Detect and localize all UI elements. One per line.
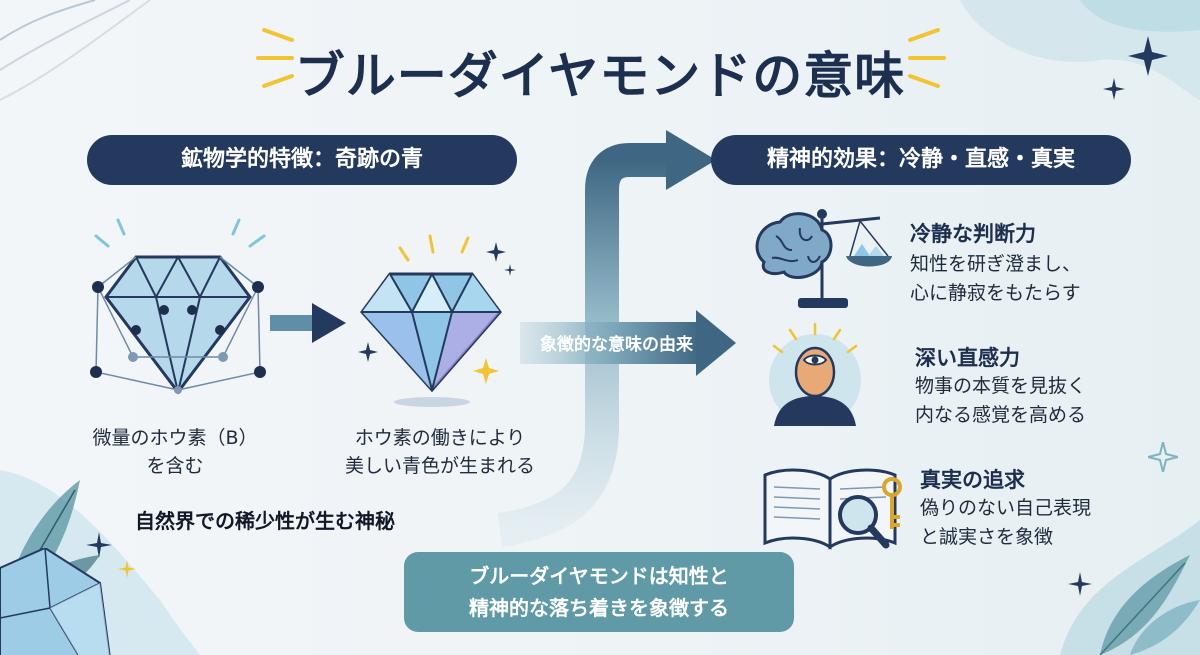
blue-diamond-icon [358, 234, 516, 407]
leaves-decoration [1099, 555, 1200, 655]
sparkle-icon [118, 560, 136, 578]
title-accent-right [908, 28, 946, 88]
truth-heading: 真実の追求 [920, 468, 1025, 492]
arrow-right-icon [270, 303, 346, 343]
boron-caption: 微量のホウ素（B） を含む [70, 424, 280, 480]
connector-label: 象徴的な意味の由来 [540, 335, 693, 355]
sparkle-icon [1103, 78, 1125, 100]
summary-line: ブルーダイヤモンドは知性と [469, 564, 729, 588]
brain-scale-icon [755, 209, 892, 308]
intuition-line: 物事の本質を見抜く [915, 375, 1087, 397]
third-eye-person-icon [769, 322, 861, 426]
calm-judgment-line: 知性を研ぎ澄まし、 [910, 253, 1082, 275]
calm-judgment-text: 知性を研ぎ澄まし、 心に静寂をもたらす [910, 250, 1081, 308]
crystal-decoration-icon [0, 548, 111, 655]
rarity-text: 自然界での稀少性が生む神秘 [135, 509, 395, 533]
page-title: ブルーダイヤモンドの意味 [294, 47, 906, 105]
spiritual-effects-header: 精神的効果：冷静・直感・真実 [711, 135, 1131, 185]
truth-line: 偽りのない自己表現 [920, 497, 1092, 519]
summary-box: ブルーダイヤモンドは知性と 精神的な落ち着きを象徴する [404, 552, 794, 632]
boron-caption-line: 微量のホウ素（B） [92, 427, 258, 449]
blue-color-caption: ホウ素の働きにより 美しい青色が生まれる [320, 424, 560, 480]
book-magnifier-key-icon [763, 468, 902, 550]
truth-text: 偽りのない自己表現 と誠実さを象徴 [920, 494, 1091, 552]
sparkle-icon [1128, 36, 1168, 76]
connector-arrows [497, 130, 736, 547]
blue-color-caption-line: 美しい青色が生まれる [344, 455, 535, 477]
intuition-heading: 深い直感力 [915, 346, 1020, 370]
summary-line: 精神的な落ち着きを象徴する [469, 596, 729, 620]
truth-line: と誠実さを象徴 [920, 526, 1054, 548]
blue-color-caption-line: ホウ素の働きにより [354, 427, 526, 449]
sparkle-icon [1068, 572, 1092, 596]
intuition-line: 内なる感覚を高める [915, 404, 1087, 426]
title-accent-left [256, 28, 294, 88]
mineral-features-header: 鉱物学的特徴：奇跡の青 [87, 135, 517, 185]
calm-judgment-line: 心に静寂をもたらす [910, 282, 1081, 304]
boron-lattice-diamond-icon [90, 218, 266, 395]
sparkle-icon [1148, 442, 1178, 472]
sparkle-icon [86, 532, 112, 558]
calm-judgment-heading: 冷静な判断力 [910, 222, 1036, 246]
boron-caption-line: を含む [146, 455, 204, 477]
intuition-text: 物事の本質を見抜く 内なる感覚を高める [915, 372, 1086, 430]
